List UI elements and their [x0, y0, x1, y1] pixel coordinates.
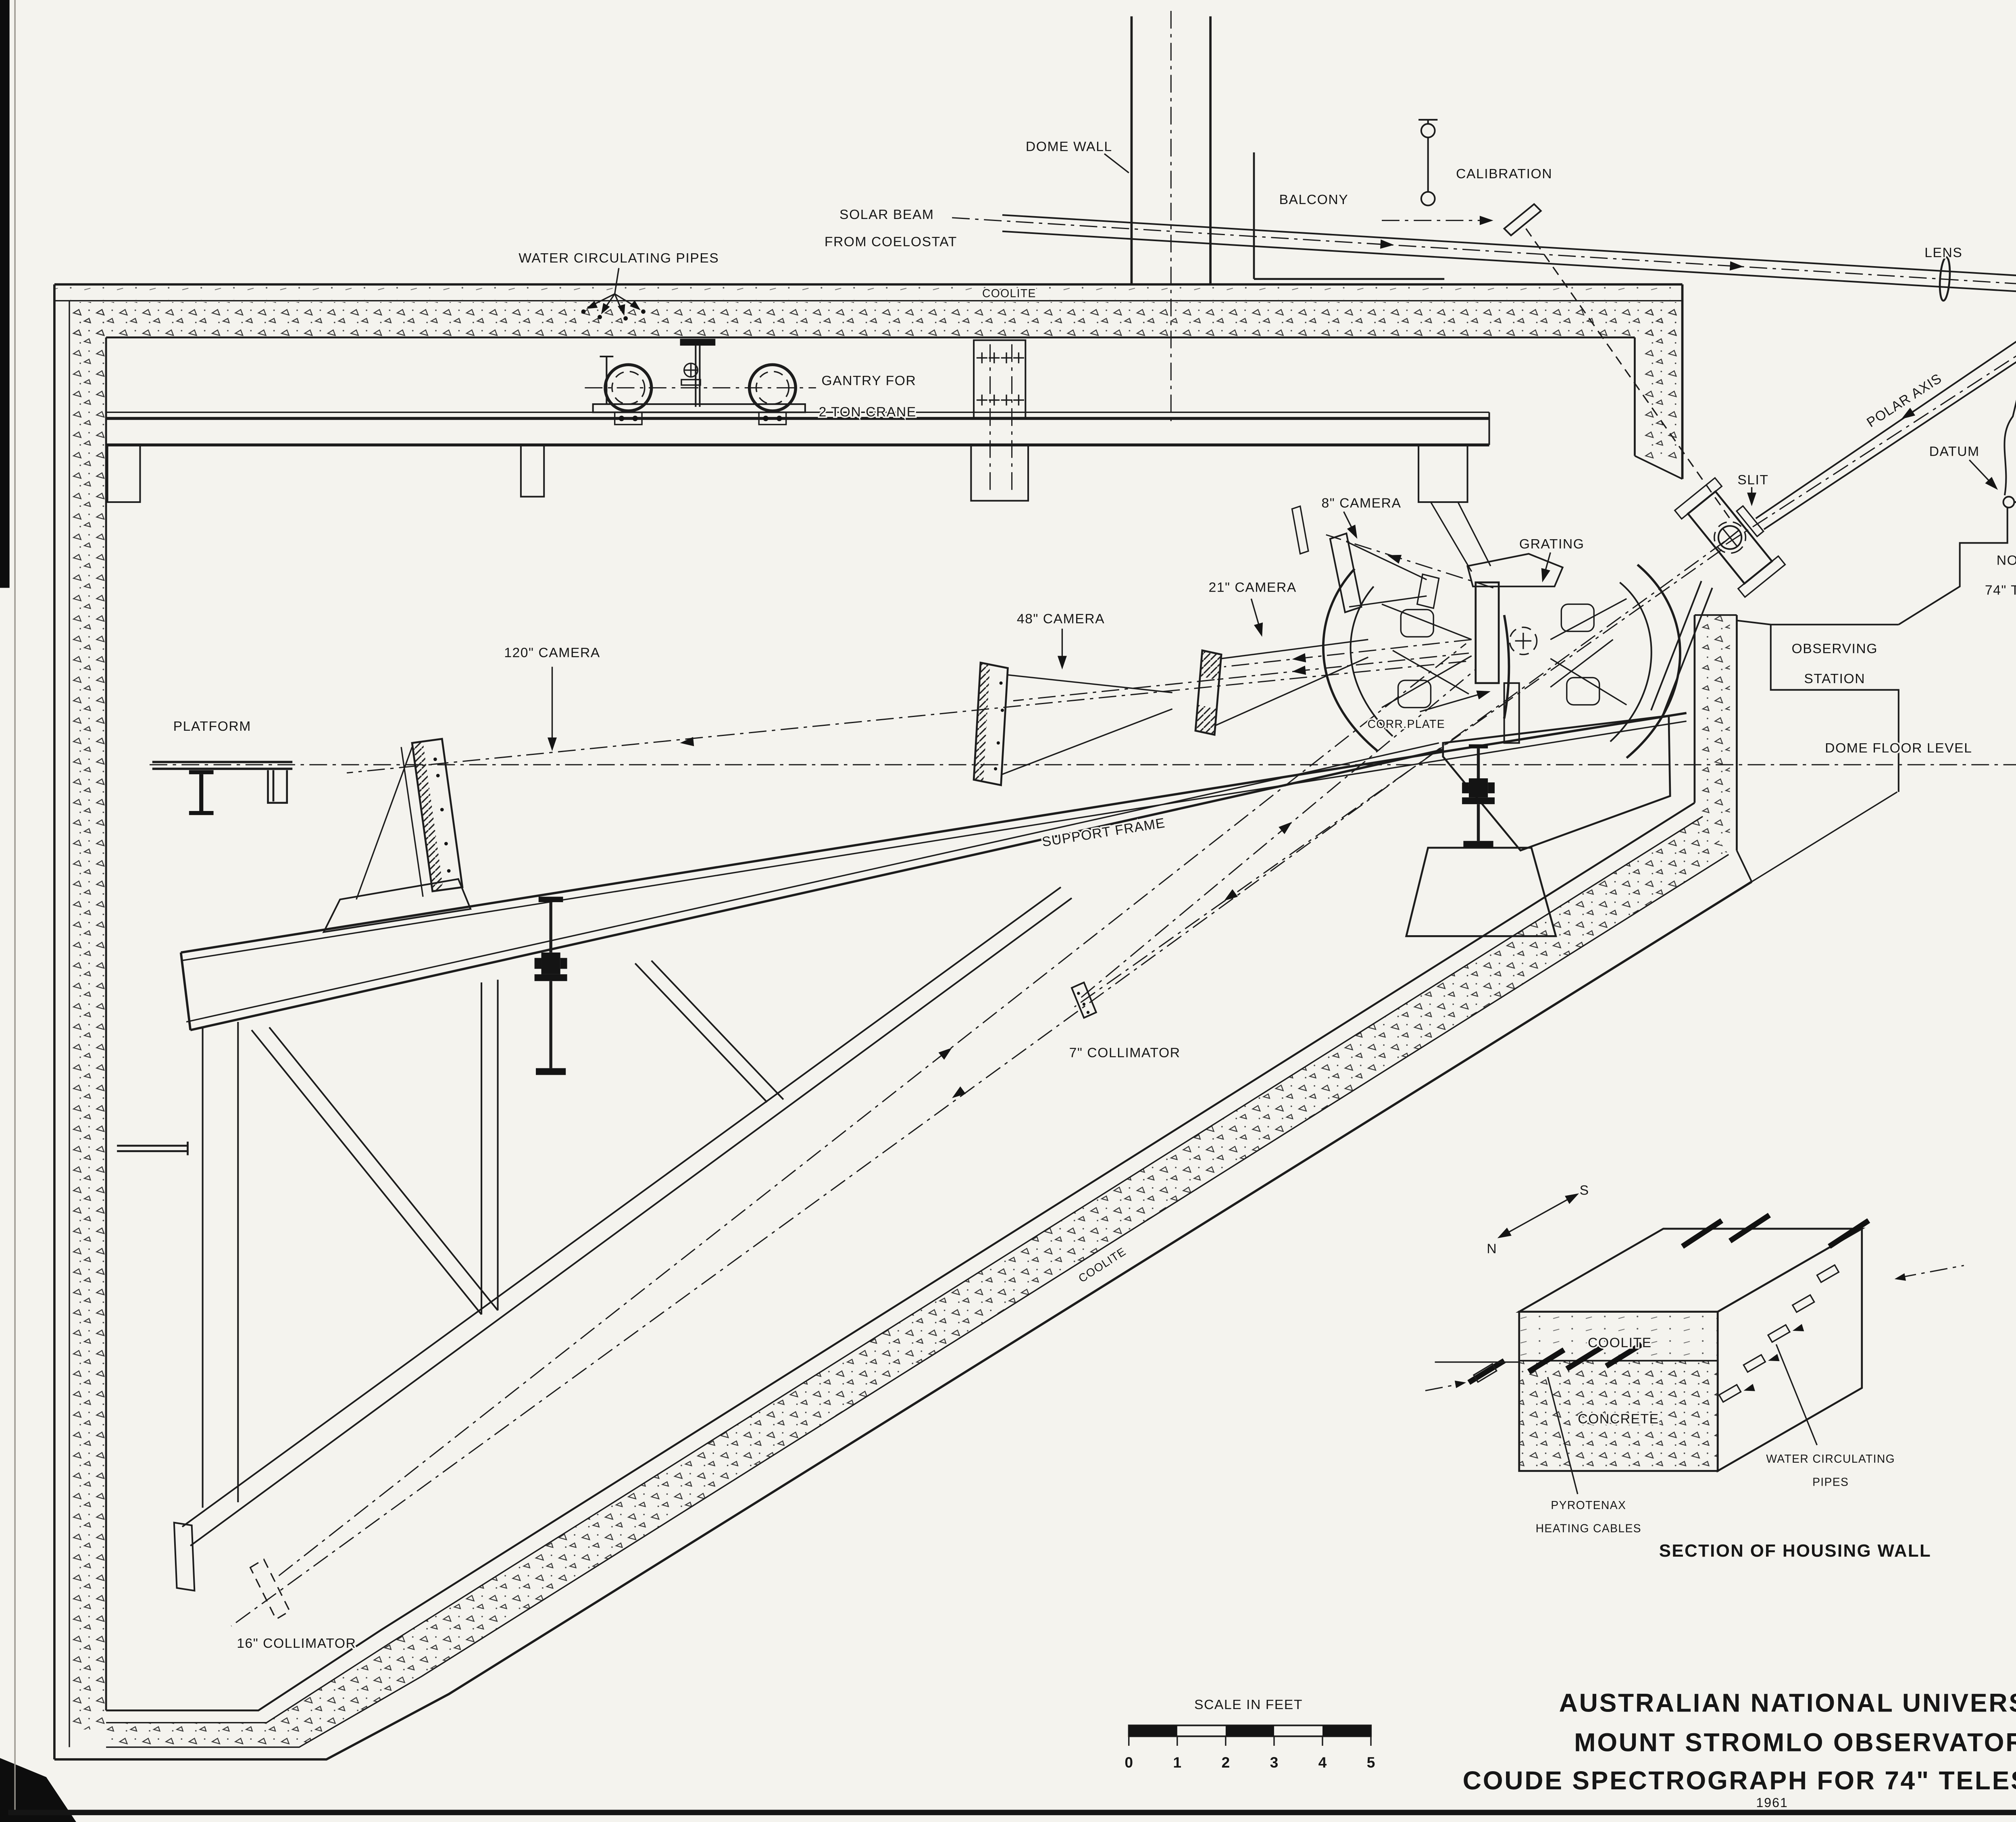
camera-21-label: 21" CAMERA [1208, 580, 1296, 595]
pyrotenax-label-1: PYROTENAX [1551, 1499, 1626, 1512]
inset-water-label-2: PIPES [1812, 1476, 1849, 1489]
leader-lines [548, 153, 1998, 751]
camera-8-label: 8" CAMERA [1321, 496, 1401, 511]
scale-bar-label: SCALE IN FEET [1194, 1697, 1303, 1712]
balcony-label: BALCONY [1279, 192, 1349, 207]
frame-right-box [1442, 715, 1671, 852]
housing-walls [53, 283, 1898, 1761]
crane-and-rail [106, 339, 1491, 572]
grating-label: GRATING [1519, 536, 1585, 552]
camera-48-label: 48" CAMERA [1017, 611, 1105, 626]
calibration-label: CALIBRATION [1456, 166, 1552, 181]
scale-tick-4: 4 [1318, 1754, 1327, 1771]
lens-label: LENS [1924, 245, 1962, 261]
collimator-7-element [1070, 981, 1098, 1019]
housing-wall-inset [1425, 1193, 1964, 1495]
support-frame [173, 581, 1713, 1592]
inset-water-label-1: WATER CIRCULATING [1766, 1453, 1895, 1466]
gantry-label-1: GANTRY FOR [821, 373, 916, 388]
dome-structures [952, 10, 2016, 792]
gantry-label-2: 2 TON CRANE [819, 404, 916, 419]
slit-support-strut [1650, 581, 1713, 717]
observing-station-label-1: OBSERVING [1792, 641, 1878, 657]
scale-tick-0: 0 [1125, 1754, 1133, 1771]
scale-tick-2: 2 [1222, 1754, 1230, 1771]
jack-left [534, 896, 567, 1075]
datum-label: DATUM [1929, 444, 1980, 459]
inset-title: SECTION OF HOUSING WALL [1659, 1541, 1931, 1561]
gantry-crane [585, 339, 816, 425]
north-pier-label-2: 74" TELESCOPE [1985, 583, 2016, 598]
scale-tick-1: 1 [1173, 1754, 1181, 1771]
solar-beam [952, 214, 2016, 302]
rail-hanger [1418, 444, 1468, 503]
calibration-unit [1382, 119, 1733, 523]
compass-n-label: N [1487, 1241, 1497, 1257]
title-line-1: AUSTRALIAN NATIONAL UNIVERSITY [1559, 1689, 2016, 1718]
collimator-7-label: 7" COLLIMATOR [1069, 1045, 1181, 1061]
corrector-plate [1503, 615, 1510, 719]
north-pier [1770, 400, 2016, 792]
solar-beam-label-2: FROM COELOSTAT [825, 234, 957, 250]
inset-concrete-label: CONCRETE [1578, 1411, 1659, 1426]
water-pipes-label: WATER CIRCULATING PIPES [519, 250, 719, 266]
concrete-pedestal [1405, 846, 1557, 937]
corr-plate-label: CORR.PLATE [1368, 718, 1445, 731]
scale-bar [1128, 1724, 1372, 1746]
pyrotenax-label-2: HEATING CABLES [1536, 1522, 1641, 1535]
calibration-beam [1525, 228, 1733, 523]
compass-s-label: S [1580, 1183, 1589, 1198]
truss-end-plate [173, 1522, 196, 1592]
platform-label: PLATFORM [173, 719, 251, 734]
balcony-outline [1253, 152, 1445, 280]
pipes-above [1681, 1213, 1870, 1249]
jack-right [1462, 744, 1495, 848]
title-line-3: COUDE SPECTROGRAPH FOR 74" TELESCOPE [1463, 1766, 2016, 1795]
camera-120-label: 120" CAMERA [504, 645, 600, 661]
truss-members [181, 886, 1073, 1547]
scale-tick-3: 3 [1270, 1754, 1279, 1771]
polar-axis-tube [1725, 341, 2016, 545]
coolite-roof-label: COOLITE [982, 287, 1036, 300]
collimator-16-label: 16" COLLIMATOR [237, 1636, 356, 1651]
slit-label: SLIT [1737, 472, 1768, 488]
inset-front-face [1518, 1311, 1719, 1472]
observing-station-label-2: STATION [1804, 671, 1865, 686]
optical-rays [150, 534, 2016, 1627]
rail-hanger [106, 444, 141, 503]
solar-beam-label-1: SOLAR BEAM [839, 207, 934, 222]
platform [117, 761, 293, 1155]
camera-120-mirror [322, 738, 472, 933]
datum-point [2002, 496, 2015, 509]
rail-hanger [520, 444, 545, 498]
grating-assembly [1322, 553, 1681, 759]
title-line-2: MOUNT STROMLO OBSERVATORY [1574, 1728, 2016, 1757]
camera-48-mirror [973, 661, 1173, 786]
water-pipes [1718, 1264, 1964, 1403]
levelling-jacks [534, 744, 1495, 1075]
camera-21-mirror [1194, 639, 1369, 736]
optical-components [249, 477, 1786, 1620]
scale-tick-5: 5 [1367, 1754, 1375, 1771]
title-year: 1961 [1756, 1795, 1788, 1810]
inset-coolite-label: COOLITE [1588, 1335, 1652, 1350]
north-pier-label-1: NORTH PIER [1997, 552, 2016, 568]
dome-floor-label: DOME FLOOR LEVEL [1825, 740, 1972, 756]
lens-element [1939, 256, 1951, 302]
dome-wall-label: DOME WALL [1026, 139, 1112, 154]
observing-station-recess [1770, 623, 1899, 792]
wall-bracket [117, 1141, 189, 1155]
heating-cables [1425, 1342, 1643, 1391]
slit-assembly [1674, 477, 1786, 598]
bolted-hanger [970, 339, 1029, 502]
compass [1497, 1193, 1579, 1238]
grating-element [1475, 581, 1500, 684]
calibration-mirror [1503, 203, 1542, 237]
